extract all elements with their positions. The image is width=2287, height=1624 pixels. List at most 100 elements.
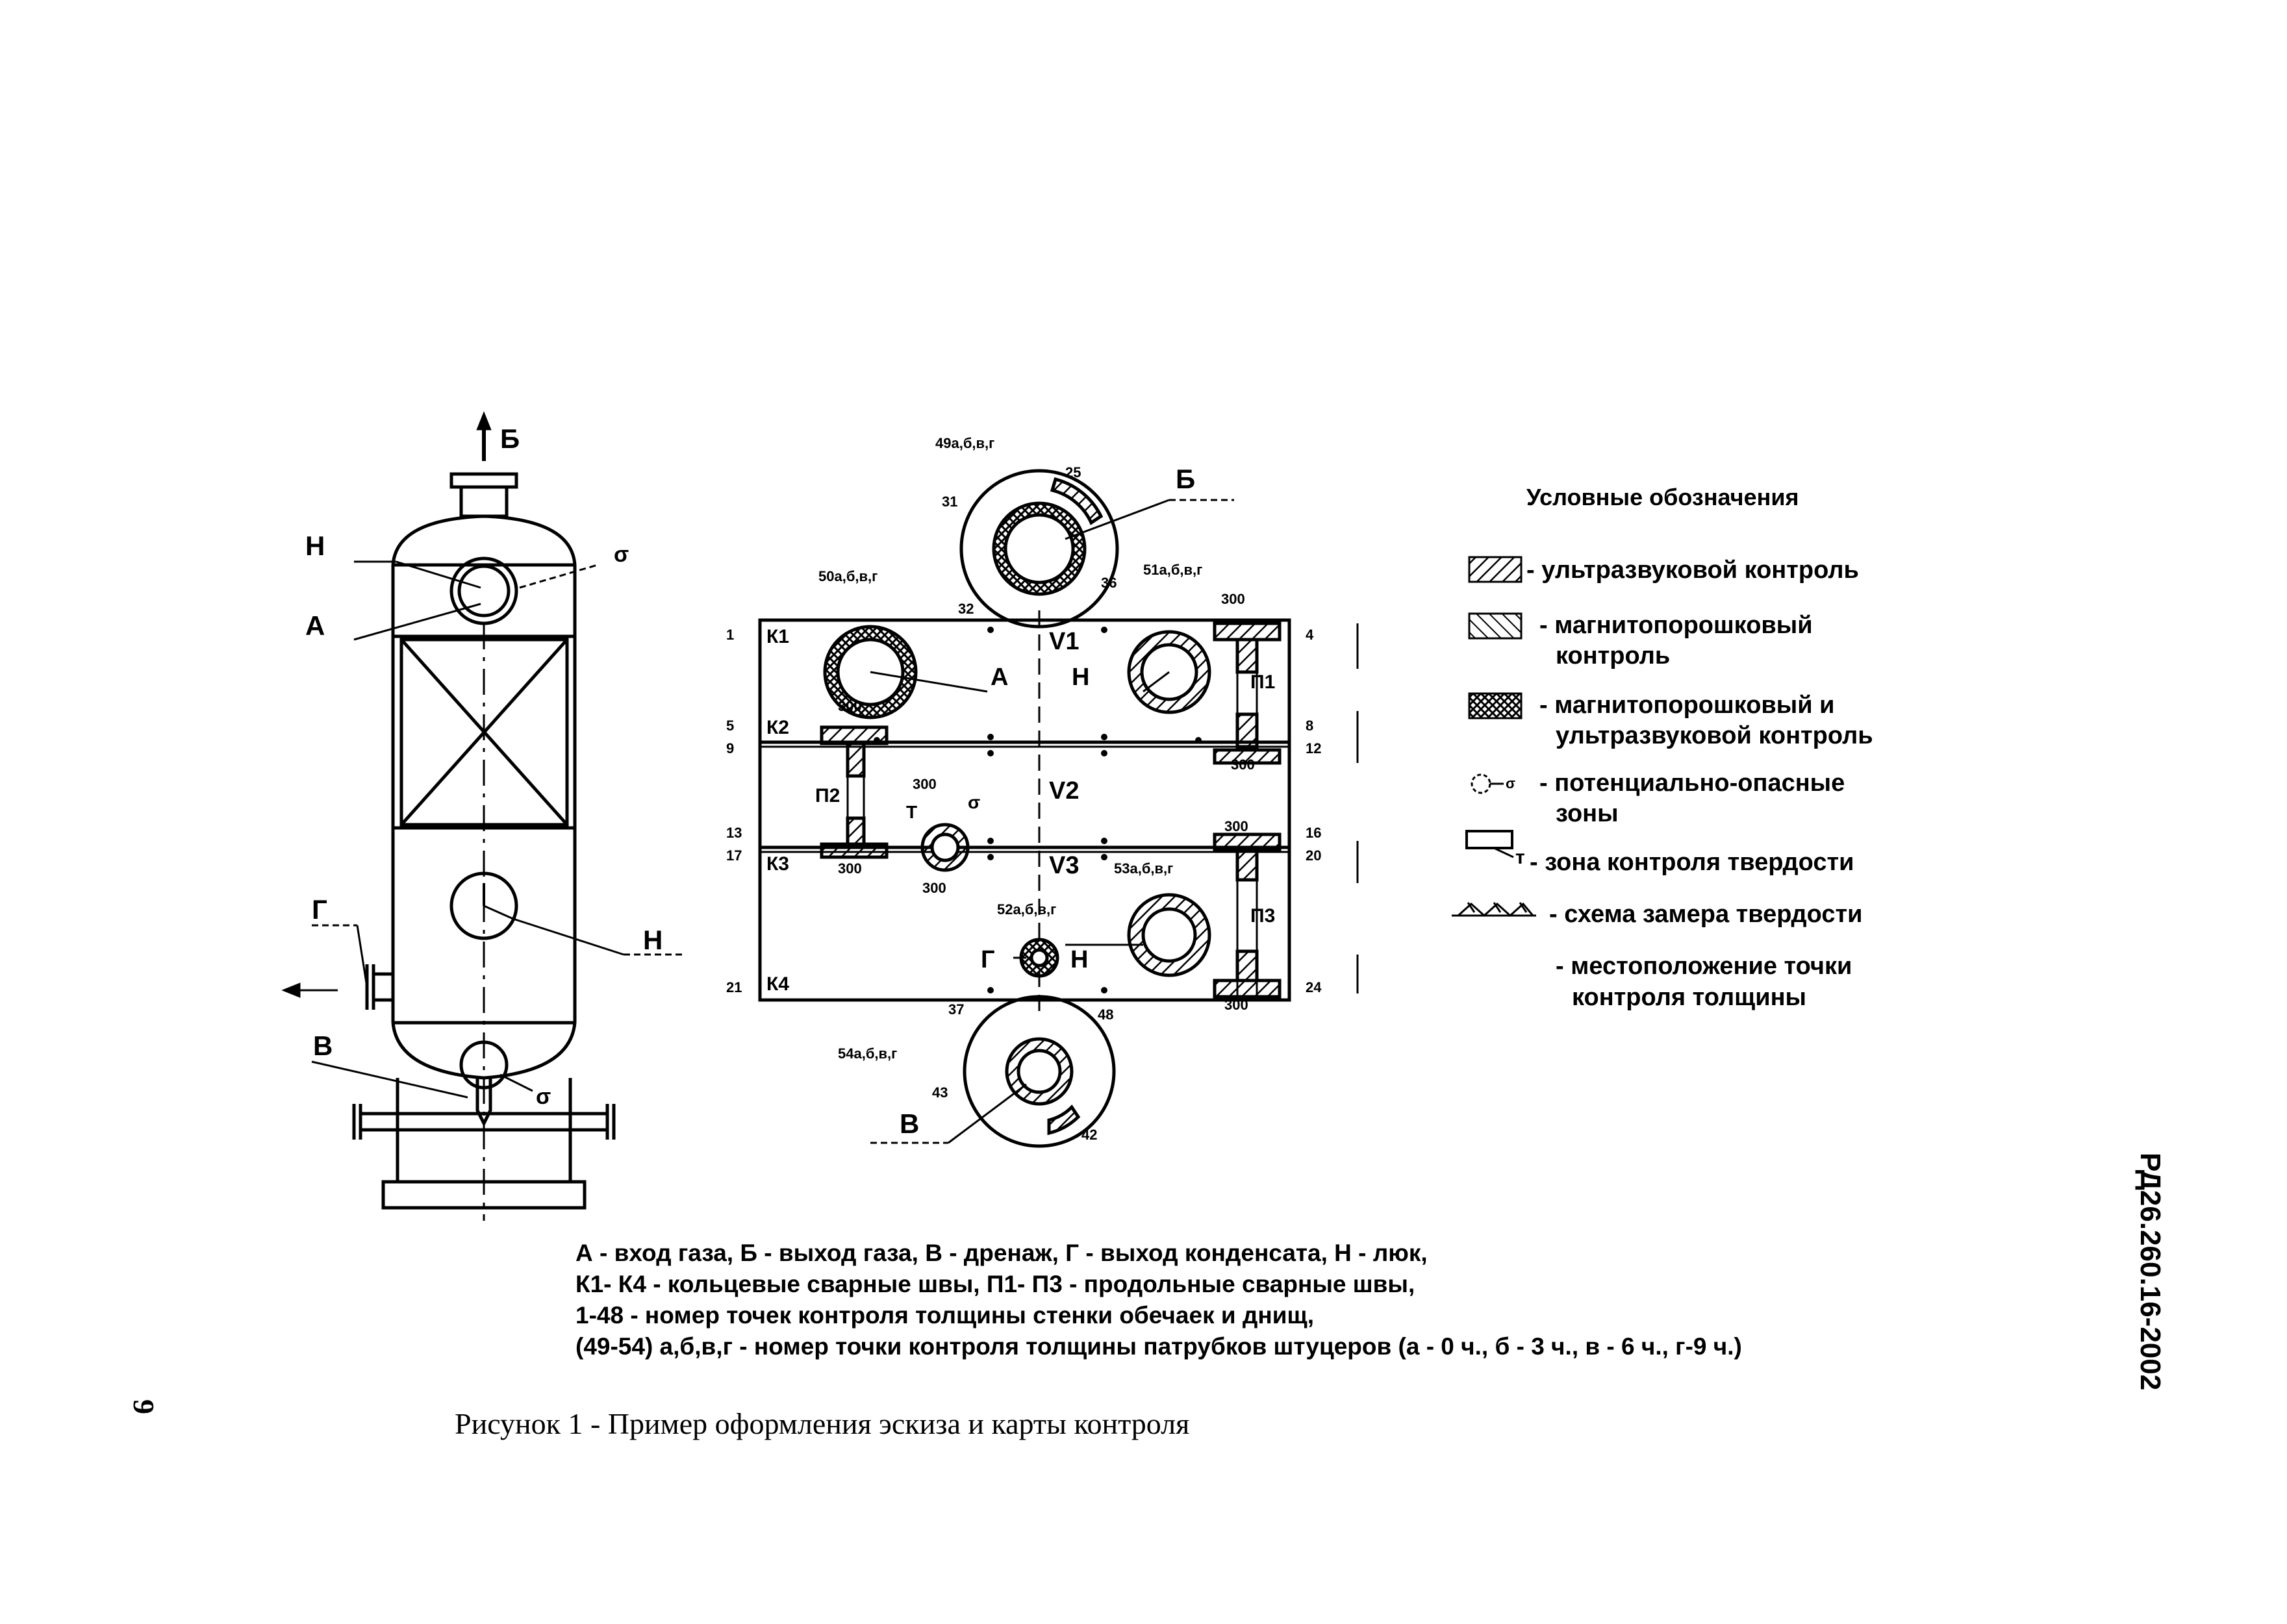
label-37: 37 — [948, 1001, 964, 1018]
svg-text:- магнитопорошковый: - магнитопорошковый — [1539, 612, 1813, 639]
legend-both-symbol — [1468, 692, 1523, 719]
weld-p3: П3 — [1250, 905, 1275, 927]
label-hardness: Т — [906, 802, 917, 822]
label-hatch-mid: Н — [643, 925, 663, 955]
row-5: 5 — [726, 718, 734, 734]
svg-text:контроля толщины: контроля толщины — [1572, 984, 1806, 1011]
dim-300-e: 300 — [838, 698, 862, 714]
label-zone-top: σ — [614, 542, 629, 567]
label-drain-map: В — [900, 1108, 919, 1139]
row-9: 9 — [726, 740, 734, 756]
label-52: 52а,б,в,г — [997, 901, 1056, 918]
note-line-2: К1- К4 - кольцевые сварные швы, П1- П3 -… — [575, 1271, 1415, 1297]
dim-300-b: 300 — [1231, 756, 1255, 773]
label-32: 32 — [958, 601, 974, 617]
top-nozzle-flange — [449, 472, 518, 489]
legend-title: Условные обозначения — [1526, 484, 1799, 510]
label-drain: В — [313, 1031, 333, 1061]
legend-mp-symbol — [1468, 612, 1523, 640]
legend-hardness-symbol — [1465, 830, 1513, 849]
row-1: 1 — [726, 627, 734, 643]
label-49: 49а,б,в,г — [935, 435, 994, 451]
nozzle-bottom-outer — [963, 995, 1116, 1148]
top-head — [391, 514, 577, 566]
legend-zone-symbol — [1471, 773, 1491, 794]
weld-k3: К3 — [766, 853, 789, 875]
weld-p1: П1 — [1250, 671, 1275, 693]
svg-text:σ: σ — [1506, 775, 1515, 792]
map-labels: 49а,б,в,г 25 31 32 36 Б 50а,б,в,г 51а,б,… — [726, 435, 1322, 1143]
gas-in-nozzle — [449, 556, 518, 625]
note-line-1: А - вход газа, Б - выход газа, В - дрена… — [575, 1240, 1428, 1266]
svg-text:- ультразвуковой контроль: - ультразвуковой контроль — [1526, 556, 1859, 584]
legend-ut-symbol — [1468, 556, 1523, 583]
label-51: 51а,б,в,г — [1143, 562, 1202, 578]
note-line-4: (49-54) а,б,в,г - номер точки контроля т… — [575, 1333, 1742, 1360]
label-43: 43 — [932, 1084, 948, 1101]
notes: А - вход газа, Б - выход газа, В - дрена… — [575, 1238, 2069, 1362]
dim-300-c: 300 — [1224, 818, 1248, 834]
label-hatch-top: Н — [305, 531, 325, 561]
label-31: 31 — [942, 493, 957, 510]
label-54: 54а,б,в,г — [838, 1045, 897, 1062]
row-12: 12 — [1306, 740, 1321, 756]
label-h-map: Н — [1072, 664, 1089, 691]
label-zone-map: σ — [968, 792, 980, 812]
svg-text:т: т — [1515, 847, 1525, 868]
label-condensate: Г — [312, 894, 327, 925]
label-g-map: Г — [981, 946, 995, 973]
label-42: 42 — [1081, 1127, 1097, 1143]
label-53: 53а,б,в,г — [1114, 860, 1173, 877]
svg-text:зоны: зоны — [1556, 800, 1619, 827]
figure-caption: Рисунок 1 - Пример оформления эскиза и к… — [455, 1407, 1190, 1440]
label-gas-out-map: Б — [1176, 464, 1195, 494]
label-gas-in: А — [305, 610, 325, 641]
svg-text:- магнитопорошковый и: - магнитопорошковый и — [1539, 692, 1835, 719]
dim-300-d: 300 — [1224, 997, 1248, 1013]
label-gas-out: Б — [500, 423, 520, 454]
weld-k2: К2 — [766, 717, 789, 738]
label-h-map-2: Н — [1070, 946, 1088, 973]
document-id: РД26.260.16-2002 — [2134, 1153, 2166, 1391]
zone-v1: V1 — [1049, 628, 1079, 655]
dim-300-f: 300 — [838, 860, 862, 877]
legend: Условные обозначения σ т - ультразвуково… — [1452, 484, 1873, 1011]
label-zone-bottom: σ — [536, 1084, 551, 1109]
label-50: 50а,б,в,г — [818, 568, 878, 584]
label-48: 48 — [1098, 1006, 1113, 1023]
nozzle-top-outer — [959, 469, 1119, 629]
label-36: 36 — [1101, 575, 1117, 591]
page-number: 9 — [127, 1399, 160, 1414]
row-4: 4 — [1306, 627, 1314, 643]
row-20: 20 — [1306, 847, 1321, 864]
svg-text:- потенциально-опасные: - потенциально-опасные — [1539, 769, 1845, 797]
label-a-map: А — [991, 664, 1008, 691]
dim-300-h: 300 — [922, 880, 946, 896]
row-8: 8 — [1306, 718, 1313, 734]
zone-v2: V2 — [1049, 777, 1079, 805]
zone-v3: V3 — [1049, 852, 1079, 879]
vessel-labels: Б Н А σ Г Н В σ — [305, 423, 663, 1109]
row-16: 16 — [1306, 825, 1321, 841]
weld-k4: К4 — [766, 973, 789, 995]
svg-text:контроль: контроль — [1556, 642, 1670, 669]
row-21: 21 — [726, 979, 742, 995]
label-25: 25 — [1065, 464, 1081, 481]
svg-text:- местоположение точки: - местоположение точки — [1556, 953, 1852, 980]
note-line-3: 1-48 - номер точек контроля толщины стен… — [575, 1302, 1314, 1329]
svg-text:- зона контроля твердости: - зона контроля твердости — [1530, 849, 1854, 876]
weld-p2: П2 — [815, 785, 840, 806]
map-points — [874, 627, 1202, 993]
row-24: 24 — [1306, 979, 1322, 995]
gas-out-arrowhead — [476, 411, 492, 431]
svg-text:- схема замера твердости: - схема замера твердости — [1549, 901, 1862, 928]
vessel-sketch — [281, 411, 682, 1221]
dim-300-a: 300 — [1221, 591, 1245, 607]
weld-k1: К1 — [766, 626, 789, 647]
row-13: 13 — [726, 825, 742, 841]
svg-text:ультразвуковой контроль: ультразвуковой контроль — [1556, 722, 1873, 749]
legend-hardness-scheme — [1452, 902, 1536, 918]
shell-development — [758, 618, 1291, 1002]
control-map — [758, 469, 1359, 1148]
